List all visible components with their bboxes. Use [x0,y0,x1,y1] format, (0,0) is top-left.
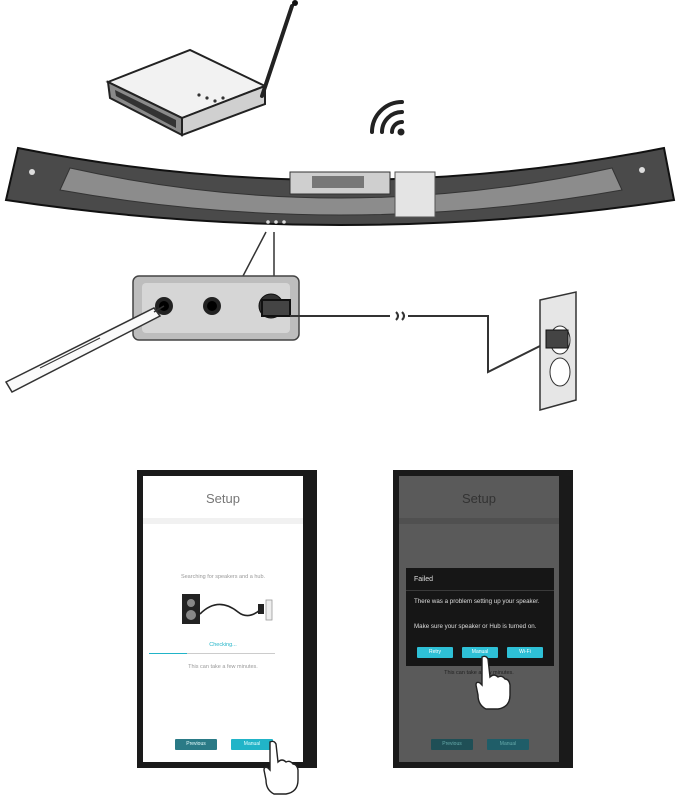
title-divider [143,518,303,524]
wait-note: This can take a few minutes. [444,670,514,676]
searching-text: Searching for speakers and a hub. [180,574,266,580]
wifi-router [105,0,298,137]
setup-illustration [4,0,676,411]
pen [4,305,165,393]
wifi-icon [370,100,405,136]
previous-button[interactable]: Previous [175,739,217,750]
wifi-button[interactable]: Wi-Fi [507,647,543,658]
checking-text: Checking... [209,642,237,648]
dialog-divider [406,590,554,591]
hand-tap-icon [475,655,511,710]
soundbar [4,146,676,226]
power-cable [261,299,541,374]
dialog-manual-button[interactable]: Manual [462,647,498,658]
setup-title: Setup [462,491,496,506]
setup-title: Setup [206,491,240,506]
manual-button[interactable]: Manual [487,739,529,750]
setup-screen-failed: Setup Failed There was a problem setting… [393,470,573,768]
progress-track [149,653,275,654]
wall-outlet [539,291,577,411]
setup-screen-searching: Setup Searching for speakers and a hub. … [137,470,317,768]
speaker-plug-icon [182,594,273,624]
hand-tap-icon [263,740,299,795]
manual-button[interactable]: Manual [231,739,273,750]
wait-note: This can take a few minutes. [188,664,258,670]
dialog-title: Failed [414,576,434,583]
rear-panel-callout [132,231,300,341]
previous-button[interactable]: Previous [431,739,473,750]
dialog-message: There was a problem setting up your spea… [414,598,540,605]
retry-button[interactable]: Retry [417,647,453,658]
title-divider [399,518,559,524]
failed-dialog: Failed There was a problem setting up yo… [406,568,554,666]
progress-fill [149,653,187,654]
dialog-hint: Make sure your speaker or Hub is turned … [414,623,537,630]
